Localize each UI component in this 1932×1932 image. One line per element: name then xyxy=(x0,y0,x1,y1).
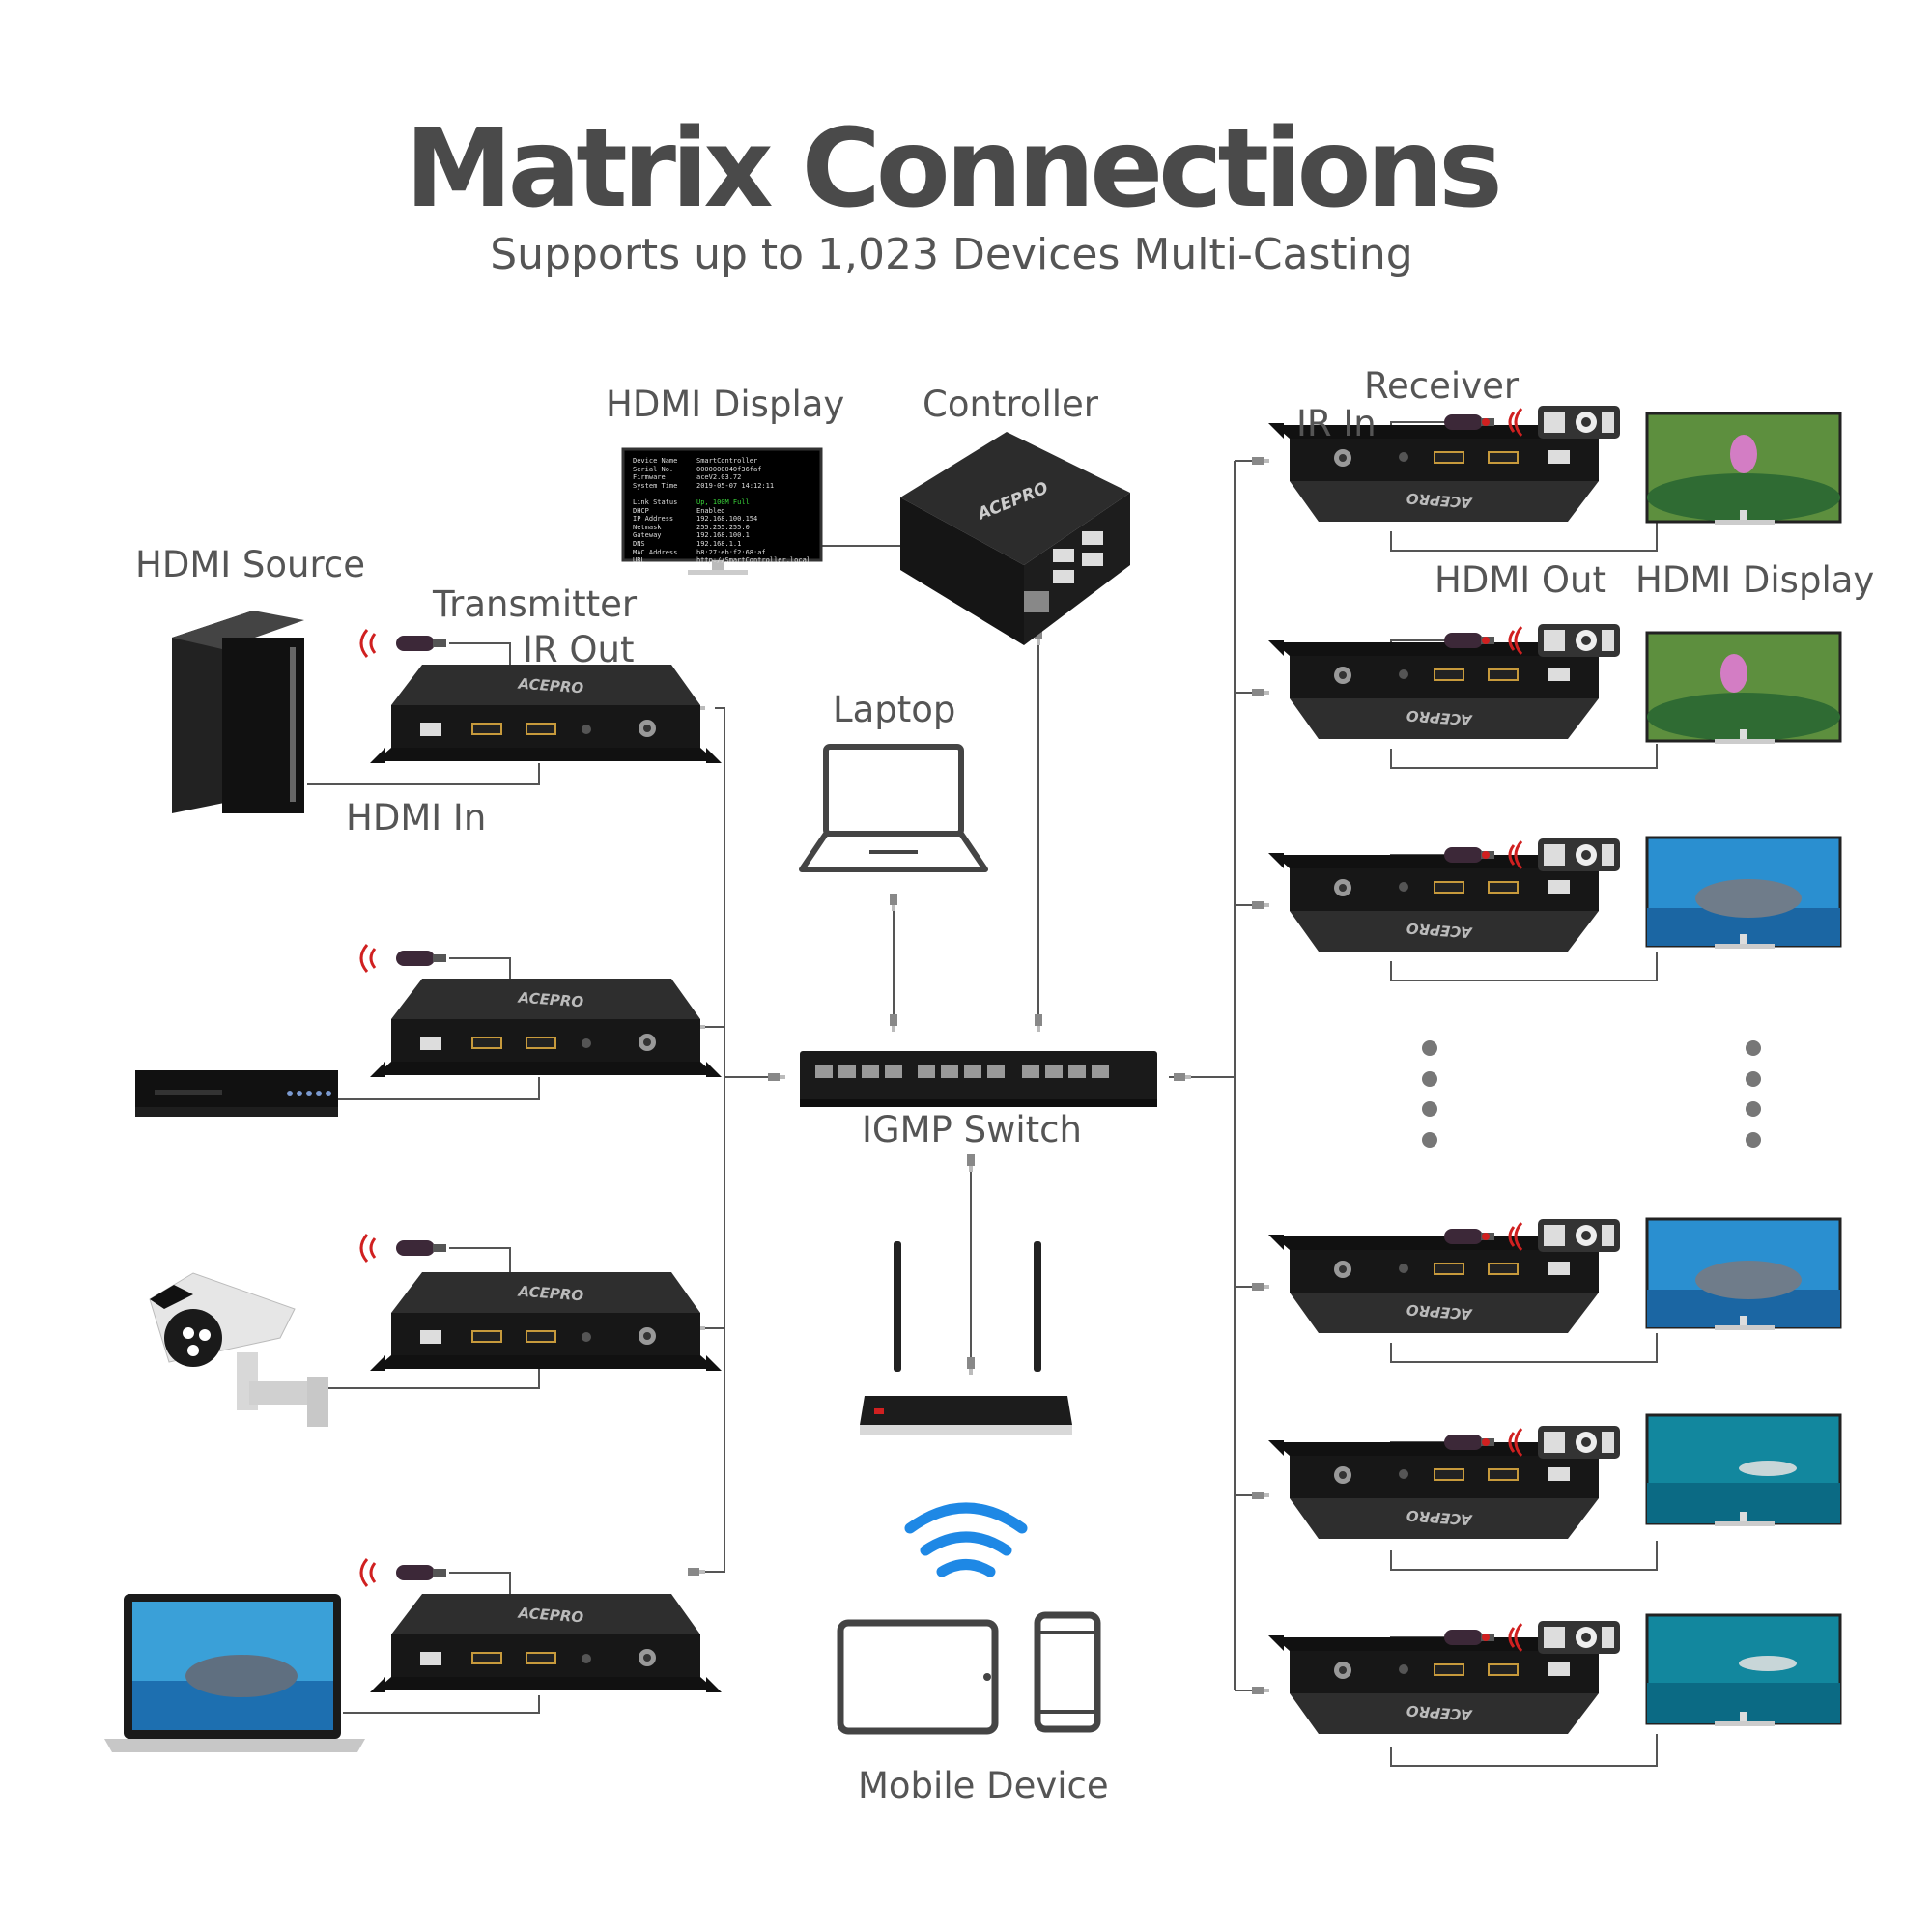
screen-row-value: Enabled xyxy=(696,506,725,515)
hdmi-display-right-4 xyxy=(1645,1217,1842,1330)
screen-row: IP Address 192.168.100.154 xyxy=(633,515,810,524)
screen-row: System Time 2019-05-07 14:12:11 xyxy=(633,482,810,491)
hdmi-display-right-2 xyxy=(1645,631,1842,744)
page-title: Matrix Connections xyxy=(405,106,1503,232)
network-laptop-icon xyxy=(799,744,988,872)
screen-row: URL http://SmartController.local xyxy=(633,556,810,565)
screen-row-key: System Time xyxy=(633,481,678,490)
screen-row-value: 192.168.100.154 xyxy=(696,515,758,524)
wireless-router-icon xyxy=(860,1241,1072,1435)
screen-row-value: b8:27:eb:f2:68:af xyxy=(696,548,766,556)
screen-row-value: 255.255.255.0 xyxy=(696,523,750,531)
label-receiver: Receiver xyxy=(1364,365,1520,407)
screen-row: Firmware aceV2.03.72 xyxy=(633,473,810,482)
screen-row: Gateway 192.168.100.1 xyxy=(633,531,810,540)
page-subtitle: Supports up to 1,023 Devices Multi-Casti… xyxy=(490,230,1413,279)
screen-row: Netmask 255.255.255.0 xyxy=(633,524,810,532)
screen-row: MAC Address b8:27:eb:f2:68:af xyxy=(633,549,810,557)
label-hdmi-out: HDMI Out xyxy=(1435,559,1606,601)
label-hdmi-display-right: HDMI Display xyxy=(1635,559,1875,601)
screen-row-value: 2019-05-07 14:12:11 xyxy=(696,481,775,490)
label-igmp-switch: IGMP Switch xyxy=(862,1109,1082,1151)
screen-row-key: URL xyxy=(633,556,645,565)
screen-row-value: 0000000040f36faf xyxy=(696,465,762,473)
hdmi-display-right-5 xyxy=(1645,1413,1842,1526)
screen-row: Link Status Up, 100M Full xyxy=(633,498,810,507)
screen-row-key xyxy=(633,490,689,498)
screen-row-key: Device Name xyxy=(633,457,678,465)
wifi-icon xyxy=(904,1502,1028,1577)
screen-row-key: Serial No. xyxy=(633,465,674,473)
label-ir-out: IR Out xyxy=(523,629,635,670)
ir-signal-icon xyxy=(1508,408,1523,1652)
transmitter-1 xyxy=(369,664,723,764)
phone-icon xyxy=(1034,1611,1101,1733)
screen-row-value: SmartController xyxy=(696,457,758,465)
controller-device: ACEPRO xyxy=(900,432,1130,645)
label-transmitter: Transmitter xyxy=(433,583,638,625)
pc-tower-icon xyxy=(172,611,304,813)
screen-row-value: 192.168.100.1 xyxy=(696,531,750,540)
hdmi-display-right-3 xyxy=(1645,836,1842,949)
screen-row-value xyxy=(696,490,700,498)
ir-signal-icon xyxy=(359,629,377,1587)
screen-row-value: aceV2.03.72 xyxy=(696,473,742,482)
tablet-icon xyxy=(837,1619,999,1735)
screen-row-value: Up, 100M Full xyxy=(696,497,750,506)
label-laptop: Laptop xyxy=(833,689,956,730)
screen-row xyxy=(633,490,810,498)
screen-row-key: Link Status xyxy=(633,497,678,506)
screen-row-key: DNS xyxy=(633,539,645,548)
label-hdmi-display-top: HDMI Display xyxy=(606,384,845,425)
screen-row-key: Firmware xyxy=(633,473,666,482)
screen-row-key: MAC Address xyxy=(633,548,678,556)
transmitter-2 xyxy=(369,978,723,1078)
screen-row-value: 192.168.1.1 xyxy=(696,539,742,548)
screen-row: Serial No. 0000000040f36faf xyxy=(633,466,810,474)
screen-row-key: IP Address xyxy=(633,515,674,524)
hdmi-display-right-1 xyxy=(1645,412,1842,525)
transmitter-4 xyxy=(369,1593,723,1693)
security-camera-icon xyxy=(149,1272,328,1427)
label-hdmi-source: HDMI Source xyxy=(135,544,365,585)
screen-row-value: http://SmartController.local xyxy=(696,556,811,565)
ir-emitter-icon xyxy=(396,636,446,1580)
hdmi-display-top xyxy=(621,447,823,575)
label-ir-in: IR In xyxy=(1296,403,1377,444)
dvd-player-icon xyxy=(135,1070,338,1117)
label-mobile-device: Mobile Device xyxy=(858,1765,1109,1806)
label-controller: Controller xyxy=(923,384,1099,425)
source-laptop-icon xyxy=(104,1594,365,1752)
hdmi-display-right-6 xyxy=(1645,1613,1842,1726)
more-devices-indicator xyxy=(1422,1040,1761,1148)
screen-row: DNS 192.168.1.1 xyxy=(633,540,810,549)
igmp-switch-device xyxy=(800,1051,1157,1107)
screen-row: Device Name SmartController xyxy=(633,457,810,466)
transmitter-3 xyxy=(369,1271,723,1372)
screen-row-key: DHCP xyxy=(633,506,649,515)
screen-row-key: Netmask xyxy=(633,523,662,531)
screen-row: DHCP Enabled xyxy=(633,507,810,516)
label-hdmi-in: HDMI In xyxy=(346,797,487,838)
screen-row-key: Gateway xyxy=(633,531,662,540)
